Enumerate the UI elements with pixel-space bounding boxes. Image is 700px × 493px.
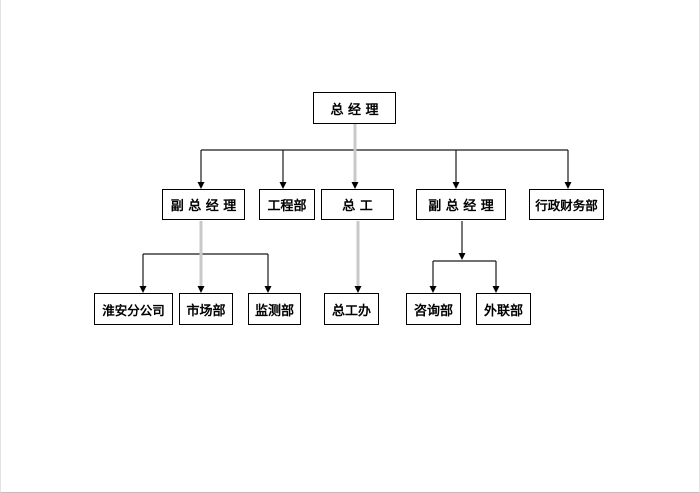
edge-gm-bus-arrowheads xyxy=(197,182,572,189)
node-monitoring-dept[interactable]: 监测部 xyxy=(248,293,301,325)
node-general-manager[interactable]: 总 经 理 xyxy=(313,92,396,124)
node-engineering-dept[interactable]: 工程部 xyxy=(259,189,315,220)
node-admin-finance-dept[interactable]: 行政财务部 xyxy=(529,189,604,220)
node-consulting-dept[interactable]: 咨询部 xyxy=(406,293,461,325)
node-chief-engineer-office[interactable]: 总工办 xyxy=(324,293,379,325)
node-deputy-gm-2[interactable]: 副 总 经 理 xyxy=(416,189,506,220)
edge-dgm1-bus-arrowheads xyxy=(139,286,272,293)
node-marketing-dept[interactable]: 市场部 xyxy=(179,293,233,325)
edge-chief-choff xyxy=(354,221,362,293)
edge-dgm1-bus xyxy=(142,253,269,288)
edge-gm-chief xyxy=(351,124,359,189)
node-chief-engineer[interactable]: 总 工 xyxy=(321,189,394,220)
edge-dgm2-bus xyxy=(432,221,497,288)
edge-dgm1-market xyxy=(197,221,205,293)
node-external-liaison-dept[interactable]: 外联部 xyxy=(476,293,531,325)
node-deputy-gm-1[interactable]: 副 总 经 理 xyxy=(162,189,245,220)
edge-dgm2-bus-arrowheads xyxy=(429,253,500,293)
edge-gm-bus xyxy=(200,149,569,184)
node-huaian-branch[interactable]: 淮安分公司 xyxy=(94,293,173,325)
